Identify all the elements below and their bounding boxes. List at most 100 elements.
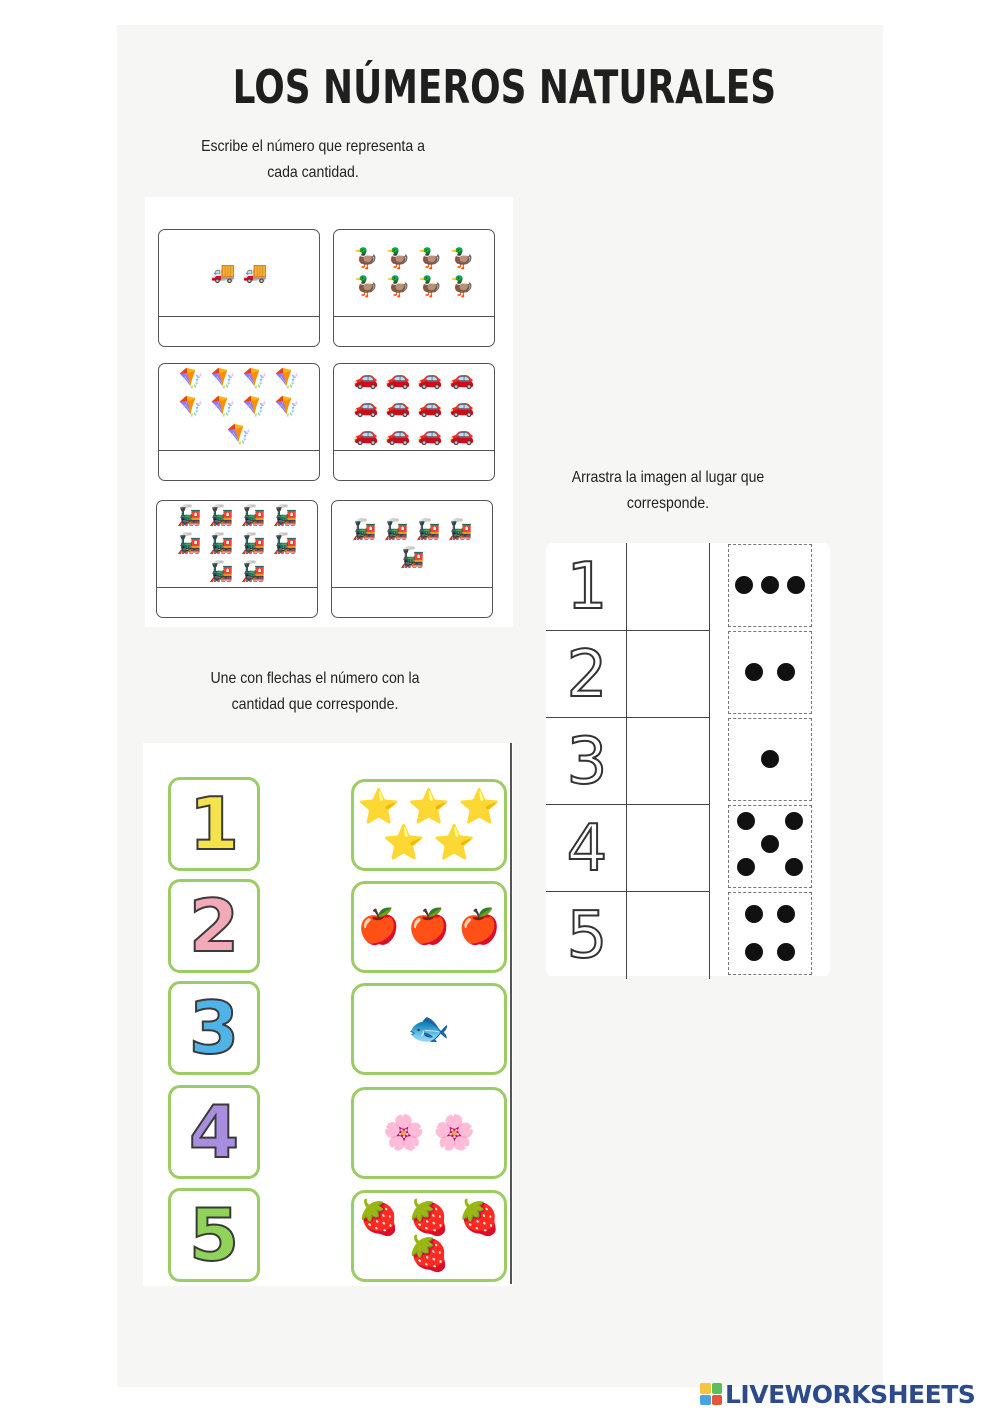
number-box[interactable]: 3	[168, 981, 260, 1075]
dot	[785, 858, 803, 876]
answer-divider	[159, 450, 319, 451]
answer-divider	[334, 316, 494, 317]
toy-icon: 🦆	[449, 276, 475, 298]
quantity-icon: 🍓	[407, 1235, 451, 1273]
drop-target[interactable]	[626, 543, 710, 630]
number-box[interactable]: 5	[168, 1188, 260, 1282]
drop-target[interactable]	[626, 805, 710, 892]
drag-row: 3	[546, 717, 710, 805]
toy-icon: 🚂	[240, 533, 266, 555]
answer-divider	[332, 587, 492, 588]
outline-number: 1	[566, 549, 609, 625]
quantity-box[interactable]: 🍎🍎🍎	[351, 881, 507, 973]
toy-icon: 🦆	[385, 276, 411, 298]
count-exercise-panel: 🚚🚚🦆🦆🦆🦆🦆🦆🦆🦆🪁🪁🪁🪁🪁🪁🪁🪁🪁🚗🚗🚗🚗🚗🚗🚗🚗🚗🚗🚗🚗🚂🚂🚂🚂🚂🚂🚂🚂🚂…	[145, 197, 513, 627]
outline-number: 5	[566, 898, 609, 974]
card-pictures: 🦆🦆🦆🦆🦆🦆🦆🦆	[338, 234, 490, 312]
colored-number: 4	[188, 1089, 240, 1175]
quantity-icon: 🌸	[433, 1114, 476, 1152]
toy-icon: 🚚	[242, 262, 268, 284]
dot	[777, 663, 795, 681]
quantity-box[interactable]: ⭐⭐⭐⭐⭐	[351, 779, 507, 871]
quantity-icon: 🌸	[382, 1114, 425, 1152]
toy-icon: 🪁	[226, 424, 252, 446]
drop-target[interactable]	[626, 892, 710, 979]
quantity-icon: ⭐	[458, 788, 501, 826]
toy-icon: 🚂	[176, 533, 202, 555]
toy-icon: 🚂	[351, 519, 377, 541]
answer-divider	[157, 587, 317, 588]
match-instruction-line2: cantidad que corresponde.	[231, 696, 399, 713]
quantity-box[interactable]: 🌸🌸	[351, 1087, 507, 1179]
quantity-box[interactable]: 🐟	[351, 983, 507, 1075]
match-instruction: Une con flechas el número con la cantida…	[201, 666, 430, 718]
page-title: LOS NÚMEROS NATURALES	[232, 60, 777, 114]
drop-target[interactable]	[626, 718, 710, 805]
toy-icon: 🚗	[353, 424, 379, 446]
answer-field[interactable]	[169, 320, 309, 342]
dot	[745, 905, 763, 923]
toy-icon: 🚂	[399, 547, 425, 569]
toy-icon: 🪁	[274, 368, 300, 390]
colored-number: 3	[188, 985, 240, 1071]
answer-field[interactable]	[169, 454, 309, 476]
toy-icon: 🚗	[385, 396, 411, 418]
colored-number: 2	[188, 883, 240, 969]
quantity-box[interactable]: 🍓🍓🍓🍓	[351, 1190, 507, 1282]
toy-icon: 🚂	[272, 505, 298, 527]
quantity-icon: ⭐	[357, 788, 400, 826]
outline-number: 3	[566, 724, 609, 800]
write-instruction-line2: cada cantidad.	[267, 164, 359, 181]
dot	[761, 576, 779, 594]
draggable-dots[interactable]	[728, 805, 812, 888]
toy-icon: 🚂	[272, 533, 298, 555]
write-instruction-line1: Escribe el número que representa a	[201, 138, 425, 155]
answer-field[interactable]	[344, 320, 484, 342]
toy-icon: 🦆	[449, 248, 475, 270]
write-instruction: Escribe el número que representa a cada …	[194, 134, 432, 186]
draggable-dots[interactable]	[728, 544, 812, 627]
quantity-icon: 🍎	[458, 908, 501, 946]
number-box[interactable]: 4	[168, 1085, 260, 1179]
toy-icon: 🚂	[447, 519, 473, 541]
toy-icon: 🚂	[208, 561, 234, 583]
liveworksheets-icon	[700, 1383, 722, 1405]
toy-icon: 🚂	[176, 505, 202, 527]
answer-divider	[334, 450, 494, 451]
dot	[785, 812, 803, 830]
quantity-icon: 🍎	[407, 908, 451, 946]
answer-field[interactable]	[342, 591, 482, 613]
toy-icon: 🚗	[417, 396, 443, 418]
card-pictures: 🪁🪁🪁🪁🪁🪁🪁🪁🪁	[163, 368, 315, 446]
answer-field[interactable]	[344, 454, 484, 476]
drag-row: 1	[546, 543, 710, 630]
count-card: 🪁🪁🪁🪁🪁🪁🪁🪁🪁	[158, 363, 320, 481]
toy-icon: 🚂	[415, 519, 441, 541]
toy-icon: 🦆	[353, 248, 379, 270]
outline-number: 2	[566, 637, 609, 713]
count-card: 🚂🚂🚂🚂🚂🚂🚂🚂🚂🚂	[156, 500, 318, 618]
toy-icon: 🪁	[242, 396, 268, 418]
drag-instruction-line1: Arrastra la imagen al lugar que	[571, 469, 765, 486]
count-card: 🦆🦆🦆🦆🦆🦆🦆🦆	[333, 229, 495, 347]
draggable-dots[interactable]	[728, 631, 812, 714]
answer-field[interactable]	[167, 591, 307, 613]
quantity-icon: 🍎	[357, 908, 400, 946]
match-instruction-line1: Une con flechas el número con la	[210, 670, 420, 687]
quantity-icon: ⭐	[382, 824, 425, 862]
number-box[interactable]: 1	[168, 777, 260, 871]
toy-icon: 🦆	[417, 248, 443, 270]
toy-icon: 🚗	[385, 424, 411, 446]
drag-instruction: Arrastra la imagen al lugar que correspo…	[545, 465, 791, 517]
brand-text: LIVEWORKSHEETS	[725, 1379, 976, 1409]
quantity-icon: 🐟	[407, 1010, 451, 1048]
count-card: 🚚🚚	[158, 229, 320, 347]
draggable-dots[interactable]	[728, 718, 812, 801]
dot	[777, 943, 795, 961]
number-box[interactable]: 2	[168, 879, 260, 973]
toy-icon: 🪁	[210, 396, 236, 418]
toy-icon: 🚗	[449, 424, 475, 446]
drop-target[interactable]	[626, 631, 710, 718]
draggable-dots[interactable]	[728, 892, 812, 975]
